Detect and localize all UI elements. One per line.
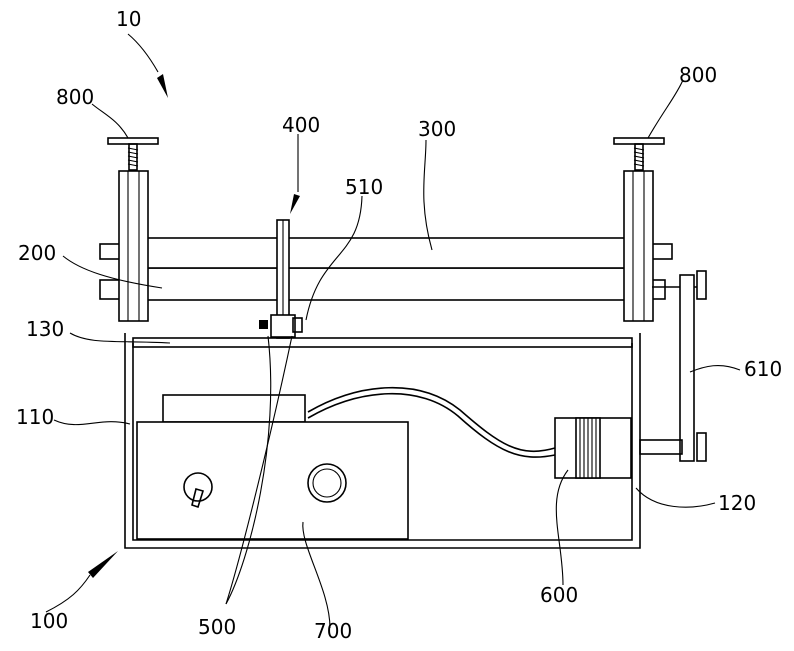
label-adjust-knob-right: 800	[679, 63, 717, 87]
label-belt: 610	[744, 357, 782, 381]
label-control-box: 700	[314, 619, 352, 643]
adjust-knob-left	[107, 137, 159, 171]
upper-roller	[99, 237, 673, 269]
lower-roller	[99, 267, 666, 301]
label-cutter-frame: 400	[282, 113, 320, 137]
label-cutter-blade: 510	[345, 175, 383, 199]
label-cable: 500	[198, 615, 236, 639]
label-motor: 600	[540, 583, 578, 607]
labels: 10 800 800 400 300 510 200 130 610 110 1…	[16, 7, 782, 643]
power-cable	[307, 386, 556, 452]
belt-drive	[639, 270, 707, 462]
label-housing-left-wall: 110	[16, 405, 54, 429]
leader-lines	[45, 33, 741, 629]
dial-knob-icon	[307, 463, 347, 503]
cutter-frame	[276, 219, 290, 339]
label-housing-right-wall: 120	[718, 491, 756, 515]
label-device: 10	[116, 7, 141, 31]
label-adjust-knob-left: 800	[56, 85, 94, 109]
control-box	[136, 394, 409, 540]
left-support	[118, 170, 149, 322]
label-upper-roller: 300	[418, 117, 456, 141]
motor	[554, 417, 632, 479]
label-base-housing: 100	[30, 609, 68, 633]
right-support	[623, 170, 654, 322]
label-upper-plate: 130	[26, 317, 64, 341]
cutter-blade	[259, 314, 303, 338]
label-lower-roller: 200	[18, 241, 56, 265]
adjust-knob-right	[613, 137, 665, 171]
toggle-switch-icon	[183, 472, 213, 509]
